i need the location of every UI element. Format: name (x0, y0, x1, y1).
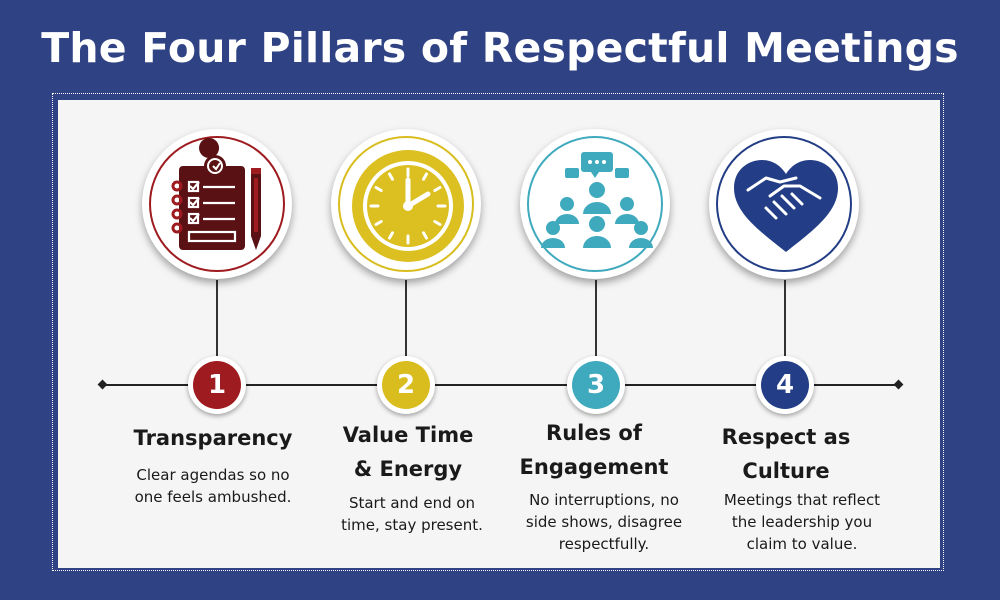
page-title: The Four Pillars of Respectful Meetings (41, 24, 959, 72)
clock-icon (352, 150, 464, 262)
pillar-3-heading-line1: Rules of (546, 421, 642, 445)
pillar-2-desc-line2: time, stay present. (341, 516, 483, 534)
pillar-4-heading: Respect as Culture (686, 420, 886, 488)
pillar-4-desc-line1: Meetings that reflect (723, 491, 881, 509)
pillar-4-desc-line3: claim to value. (746, 535, 858, 553)
connector-line-2 (405, 280, 407, 360)
pillar-2-desc-line1: Start and end on (348, 494, 476, 512)
pillar-1-description: Clear agendas so no one feels ambushed. (113, 464, 313, 508)
pillar-4-icon-badge (709, 129, 859, 279)
pillar-3-number: 3 (572, 361, 620, 409)
pillar-3-description: No interruptions, no side shows, disagre… (504, 489, 704, 555)
clipboard-checklist-icon (171, 138, 261, 250)
pillar-1-desc-line1: Clear agendas so no (136, 466, 290, 484)
pillar-3-heading-line2: Engagement (519, 455, 669, 479)
timeline-line (103, 384, 899, 386)
pillar-2-icon-badge (331, 129, 481, 279)
pillar-1-icon-badge (142, 129, 292, 279)
pillar-3-desc-line2: side shows, disagree (525, 513, 683, 531)
pillar-3-desc-line3: respectfully. (558, 535, 650, 553)
pillar-4-heading-line2: Culture (742, 459, 830, 483)
pillar-3-number-badge: 3 (567, 356, 625, 414)
pillar-3-heading: Rules of Engagement (494, 416, 694, 484)
pillar-4-heading-line1: Respect as (721, 425, 851, 449)
pillar-3-desc-line1: No interruptions, no (529, 491, 679, 509)
pillar-2-heading-line1: Value Time (342, 423, 474, 447)
connector-line-1 (216, 280, 218, 360)
connector-line-3 (595, 280, 597, 360)
pillar-1-number-badge: 1 (188, 356, 246, 414)
pillar-2-description: Start and end on time, stay present. (312, 492, 512, 536)
pillar-4-description: Meetings that reflect the leadership you… (702, 489, 902, 555)
pillar-1-number: 1 (193, 361, 241, 409)
pillar-2-heading: Value Time & Energy (308, 418, 508, 486)
pillar-1-heading-line1: Transparency (133, 426, 293, 450)
pillar-4-number: 4 (761, 361, 809, 409)
handshake-heart-icon (734, 160, 838, 252)
group-discussion-icon (541, 152, 653, 248)
pillar-1-heading: Transparency (113, 421, 313, 455)
pillar-4-desc-line2: the leadership you (731, 513, 873, 531)
pillar-1-desc-line2: one feels ambushed. (134, 488, 292, 506)
pillar-2-number: 2 (382, 361, 430, 409)
pillar-3-icon-badge (520, 129, 670, 279)
connector-line-4 (784, 280, 786, 360)
pillar-2-number-badge: 2 (377, 356, 435, 414)
pillar-4-number-badge: 4 (756, 356, 814, 414)
pillar-2-heading-line2: & Energy (353, 457, 463, 481)
